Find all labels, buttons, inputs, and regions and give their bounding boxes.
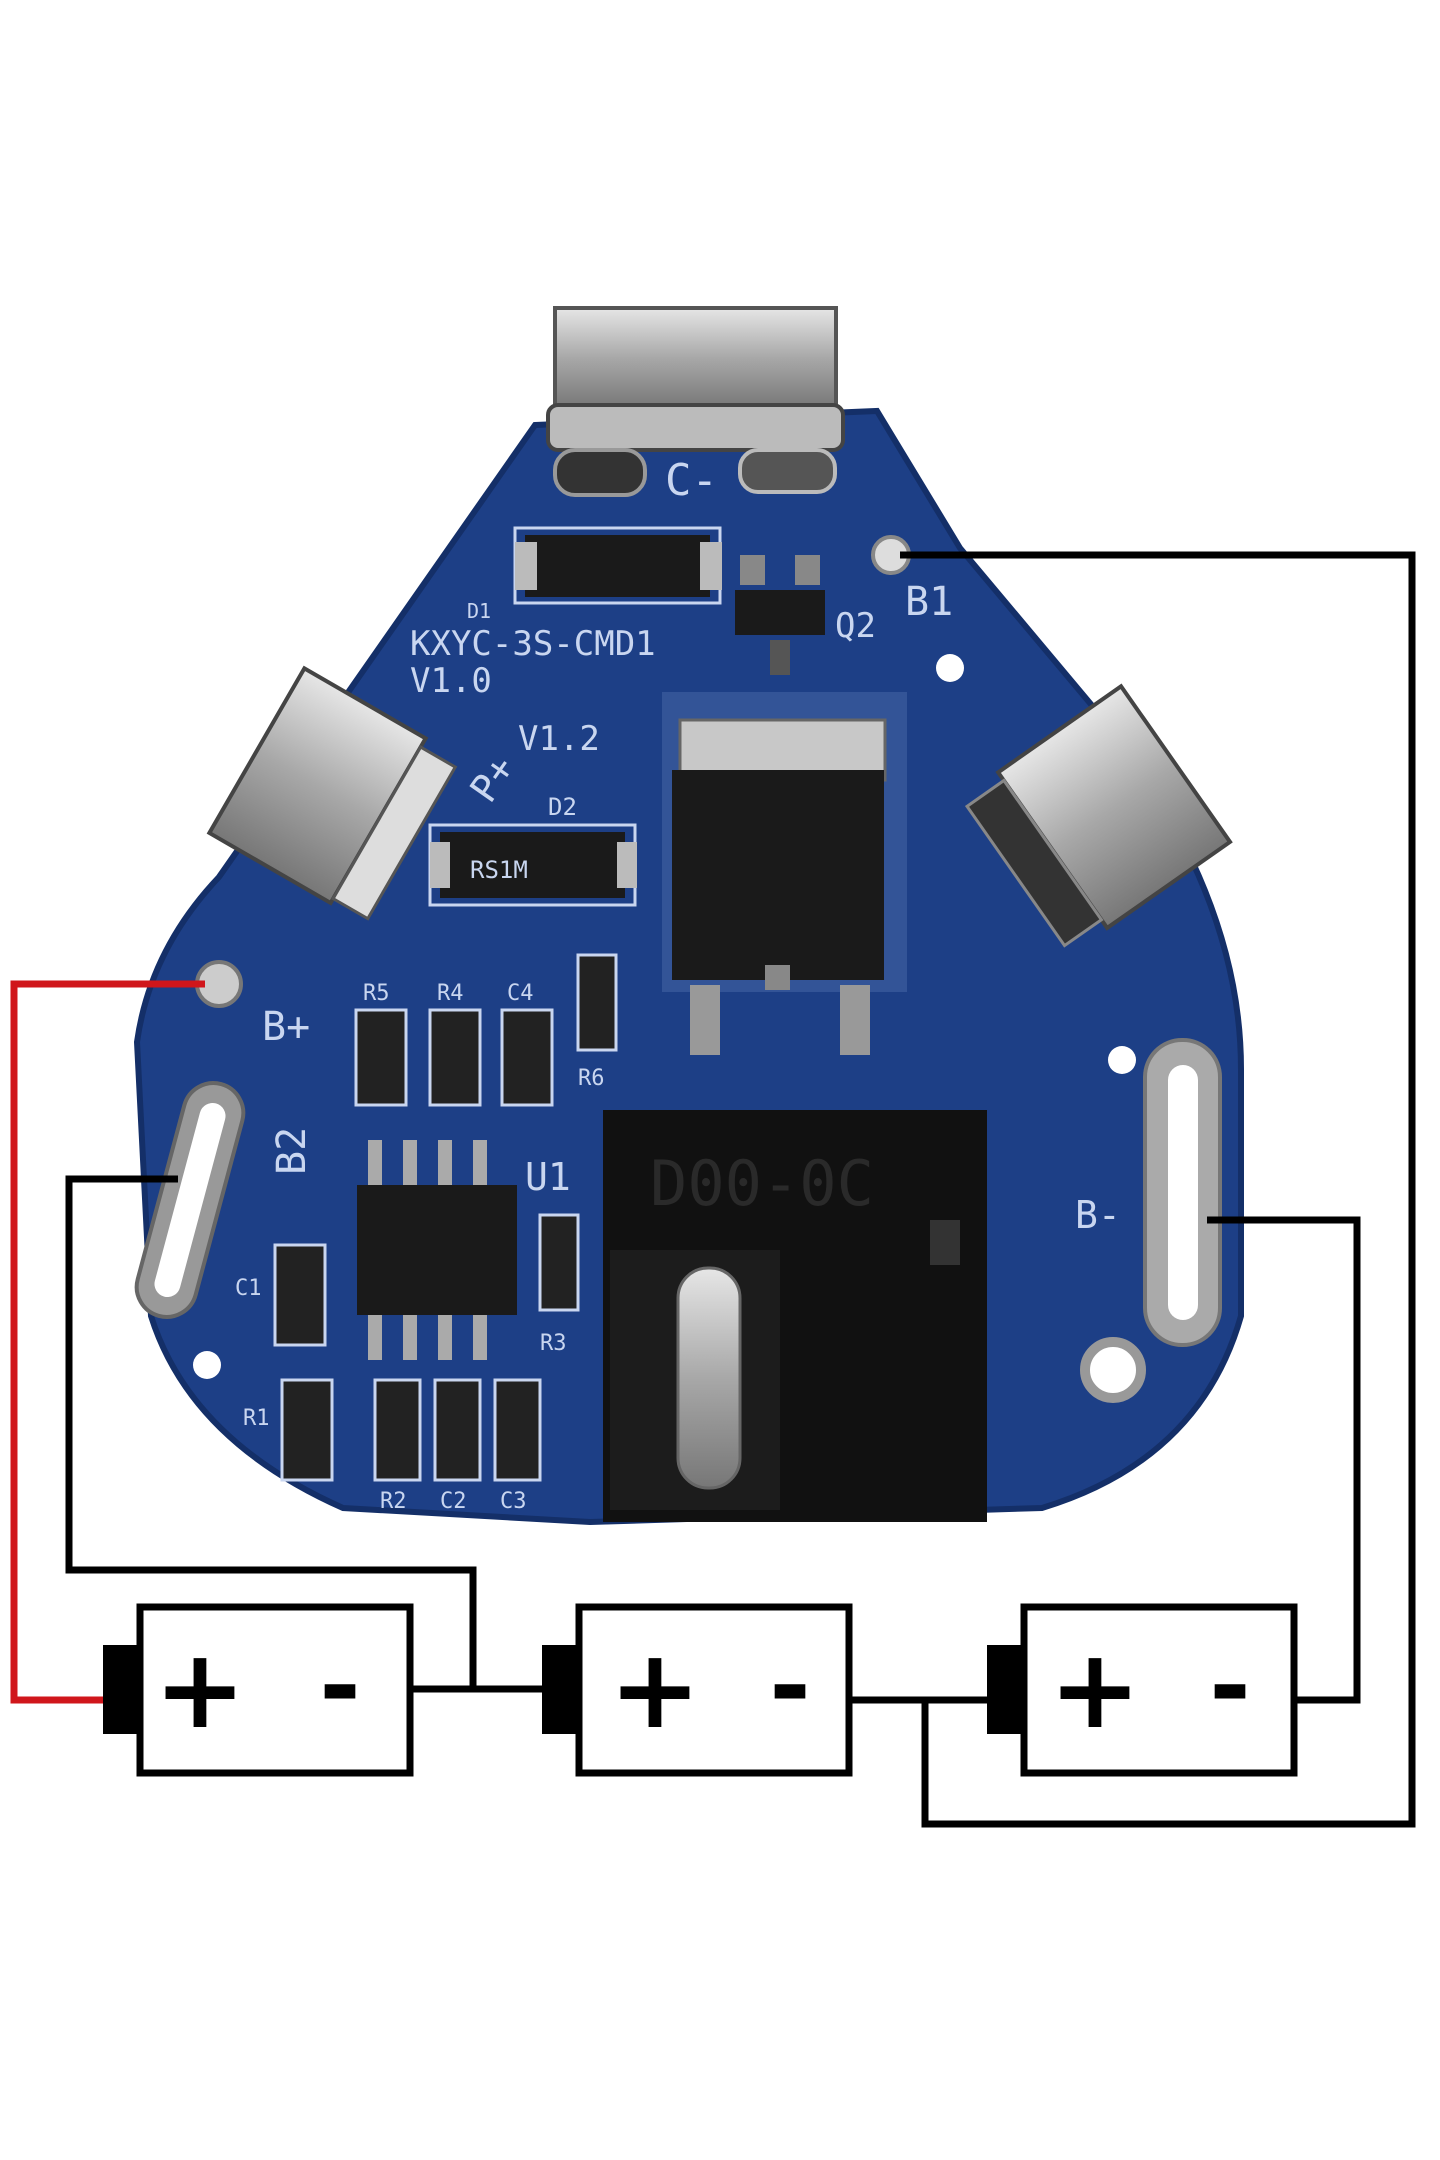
battery-minus-sign: -: [319, 1627, 361, 1744]
battery-plus-sign: +: [154, 1625, 246, 1753]
label-r3: R3: [540, 1331, 567, 1356]
label-b-minus: B-: [1075, 1193, 1121, 1237]
label-r2: R2: [380, 1489, 407, 1514]
ic-u1: [357, 1140, 517, 1360]
terminal-tab-top: [546, 306, 845, 497]
label-c4: C4: [507, 981, 534, 1006]
board-sub-version: V1.2: [518, 719, 600, 759]
board-model: KXYC-3S-CMD1: [410, 624, 656, 664]
label-d1: D1: [467, 599, 491, 623]
via: [936, 654, 964, 682]
thermal-fuse: D00-0C: [603, 1110, 987, 1522]
terminal-tab-left: [206, 665, 458, 921]
silkscreen-labels: C- D1 KXYC-3S-CMD1 V1.0 Q2 B1 V1.2 P+ D2…: [235, 455, 1121, 1514]
label-b2: B2: [269, 1127, 315, 1175]
label-c1: C1: [235, 1276, 262, 1301]
label-r6: R6: [578, 1066, 605, 1091]
battery-plus-sign: +: [609, 1625, 701, 1753]
wire-b-minus: [1207, 1216, 1361, 1704]
board-version: V1.0: [410, 661, 492, 701]
label-c-minus: C-: [665, 455, 718, 506]
via: [1108, 1046, 1136, 1074]
battery-minus-sign: -: [1209, 1627, 1251, 1744]
mounting-hole: [1080, 1337, 1146, 1403]
battery-1: + -: [103, 1603, 414, 1777]
battery-minus-sign: -: [769, 1627, 811, 1744]
label-d2: D2: [548, 793, 577, 821]
label-b-plus: B+: [262, 1004, 310, 1050]
terminal-tab-right: [964, 683, 1233, 948]
wire-b2: [65, 1175, 477, 1689]
b2-pad: [134, 1081, 246, 1319]
diode-d1: [513, 526, 722, 605]
battery-plus-sign: +: [1049, 1625, 1141, 1753]
label-u1: U1: [525, 1155, 571, 1199]
mosfet-main: [662, 692, 907, 1055]
wire-b-plus: [10, 980, 205, 1704]
component-code: D00-0C: [650, 1147, 874, 1220]
via: [193, 1351, 221, 1379]
label-q2: Q2: [835, 606, 876, 646]
battery-2: + -: [542, 1603, 853, 1777]
passive-components: [273, 953, 618, 1482]
label-r4: R4: [437, 981, 464, 1006]
diode-d2: RS1M: [428, 823, 637, 907]
label-c3: C3: [500, 1489, 527, 1514]
transistor-q2: [735, 555, 825, 675]
battery-3: + -: [987, 1603, 1298, 1777]
label-c2: C2: [440, 1489, 467, 1514]
b-minus-pad: [1143, 1038, 1222, 1347]
d2-marking: RS1M: [470, 856, 528, 884]
label-r1: R1: [243, 1406, 270, 1431]
label-r5: R5: [363, 981, 390, 1006]
label-b1: B1: [905, 579, 953, 625]
